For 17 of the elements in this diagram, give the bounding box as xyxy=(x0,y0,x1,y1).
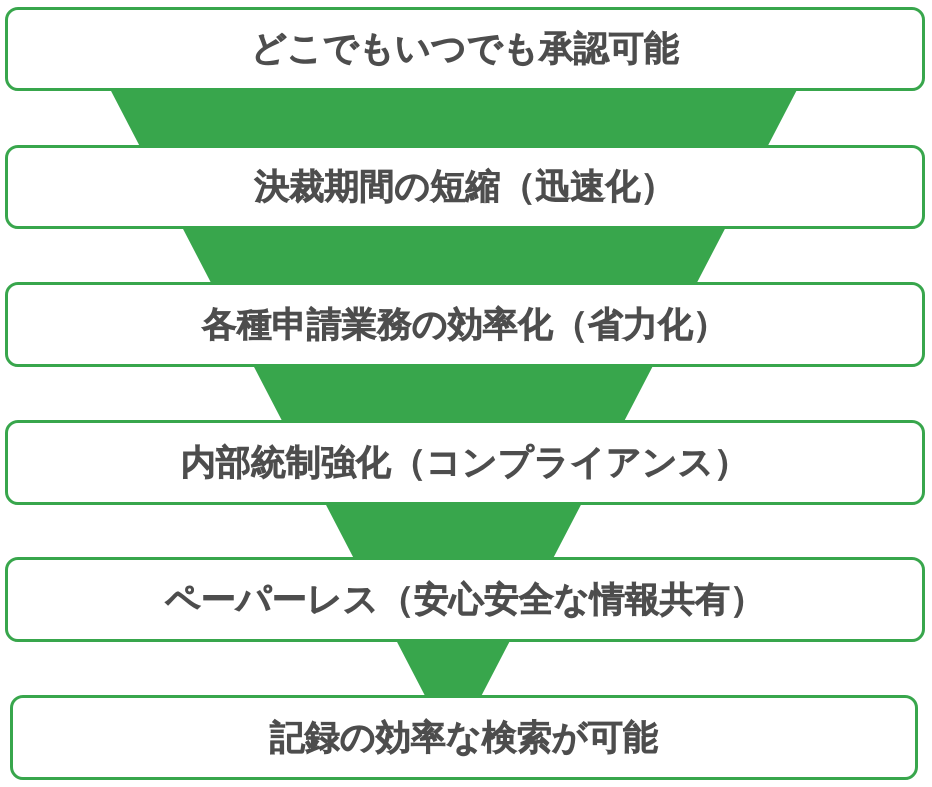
step-text: 記録の効率な検索が可能 xyxy=(270,716,658,758)
step-text: 決裁期間の短縮（迅速化） xyxy=(254,166,676,208)
step-box xyxy=(10,695,918,780)
step-text: ペーパーレス（安心安全な情報共有） xyxy=(165,578,765,620)
step-box xyxy=(5,145,925,229)
step-box xyxy=(5,557,925,642)
step-box xyxy=(5,420,925,505)
funnel-segment xyxy=(110,89,798,147)
step-text: 内部統制強化（コンプライアンス） xyxy=(181,442,749,484)
funnel-segment xyxy=(396,640,511,697)
step-text: どこでもいつでも承認可能 xyxy=(251,28,679,70)
funnel-segment xyxy=(325,503,582,559)
funnel-segment xyxy=(253,365,654,422)
step-text: 各種申請業務の効率化（省力化） xyxy=(202,304,728,346)
step-box xyxy=(5,7,925,91)
step-box xyxy=(5,282,925,367)
funnel-segment xyxy=(182,227,726,284)
